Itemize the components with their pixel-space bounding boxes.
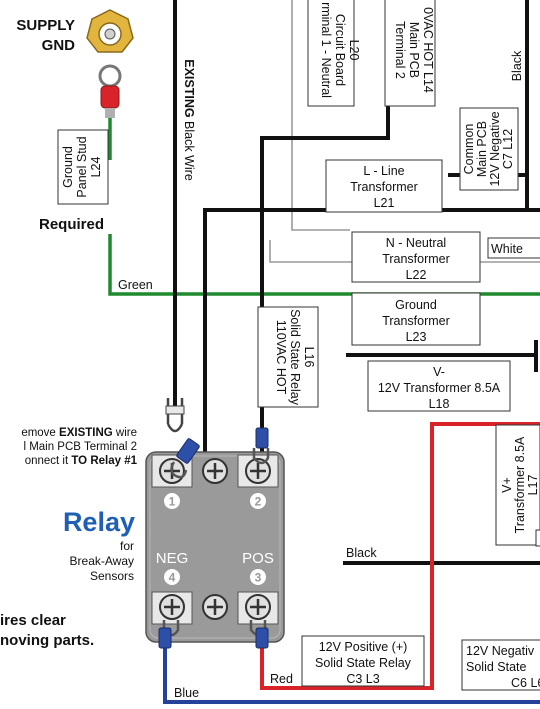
vminus-text-3: L18 bbox=[429, 397, 450, 411]
line-text-1: L - Line bbox=[363, 164, 404, 178]
relay-title: Relay bbox=[63, 507, 135, 537]
svg-text:2: 2 bbox=[255, 495, 262, 509]
existing-wire-label: EXISTING Black Wire bbox=[182, 59, 196, 181]
line-text-2: Transformer bbox=[350, 180, 418, 194]
vplus-text-3: L17 bbox=[526, 475, 540, 496]
ground-transformer-box bbox=[351, 292, 481, 346]
vminus-text-2: 12V Transformer 8.5A bbox=[378, 381, 501, 395]
common-pcb-box bbox=[459, 107, 519, 191]
terminal2-text-1: Terminal 2 bbox=[393, 21, 407, 79]
terminal2-box bbox=[384, 0, 436, 107]
hot-relay-text-3: L16 bbox=[302, 347, 316, 368]
line-text-3: L21 bbox=[374, 196, 395, 210]
neutral-text-3: L22 bbox=[406, 268, 427, 282]
terminal1-box bbox=[307, 0, 355, 107]
relay-screw-4 bbox=[159, 594, 185, 620]
negative-text-1: 12V Negativ bbox=[466, 644, 535, 658]
terminal1-text-3: L20 bbox=[347, 40, 361, 61]
green-label: Green bbox=[118, 278, 153, 292]
neutral-text-2: Transformer bbox=[382, 252, 450, 266]
vminus-text-1: V- bbox=[433, 365, 445, 379]
spade-connector-pos-bottom bbox=[249, 620, 269, 649]
spade-connector-neg-bottom bbox=[158, 620, 180, 649]
instruction-line-1: emove EXISTING wire bbox=[21, 427, 137, 439]
relay-terminal-number-3: 3 bbox=[250, 569, 266, 585]
hot-relay-box bbox=[257, 306, 319, 408]
black-wire-terminal2 bbox=[260, 106, 390, 458]
ground-stud-text-2: Panel Stud bbox=[75, 136, 89, 197]
positive-text-1: 12V Positive (+) bbox=[319, 640, 408, 654]
hot-relay-text-1: 110VAC HOT bbox=[274, 320, 288, 395]
relay-neg-label: NEG bbox=[156, 550, 189, 567]
warning-line-1: ires clear bbox=[0, 612, 66, 629]
black-top-right-label: Black bbox=[510, 50, 524, 81]
positive-relay-box bbox=[301, 635, 425, 687]
grey-wire-1 bbox=[291, 0, 350, 231]
ground-panel-stud-box bbox=[57, 129, 109, 205]
relay-screw-center-top bbox=[202, 458, 228, 484]
terminal2-text-3: 0VAC HOT L14 bbox=[421, 7, 435, 93]
svg-text:3: 3 bbox=[255, 571, 262, 585]
terminal1-text-1: rminal 1 - Neutral bbox=[319, 2, 333, 98]
relay-screw-center-bottom bbox=[202, 594, 228, 620]
negative-text-2: Solid State bbox=[466, 660, 527, 674]
red-label: Red bbox=[270, 672, 293, 686]
white-label-box bbox=[487, 237, 540, 259]
instruction-line-3: onnect it TO Relay #1 bbox=[25, 455, 138, 467]
common-text-2: Main PCB bbox=[475, 121, 489, 177]
relay-sub-1: for bbox=[120, 539, 134, 553]
relay-terminal-number-2: 2 bbox=[250, 493, 266, 509]
ground-tr-text-1: Ground bbox=[395, 298, 437, 312]
relay-sub-2: Break-Away bbox=[70, 554, 134, 568]
ground-tr-text-3: L23 bbox=[406, 330, 427, 344]
relay-sub-3: Sensors bbox=[90, 569, 134, 583]
spade-connector-neg-blue bbox=[170, 438, 200, 479]
common-text-4: C7 L12 bbox=[501, 129, 515, 169]
ground-terminal-icon bbox=[86, 9, 134, 118]
ground-tr-text-2: Transformer bbox=[382, 314, 450, 328]
svg-text:4: 4 bbox=[169, 571, 176, 585]
svg-text:1: 1 bbox=[169, 495, 176, 509]
relay-terminal-number-4: 4 bbox=[164, 569, 180, 585]
supply-label: SUPPLY bbox=[16, 17, 75, 34]
vplus-connector bbox=[535, 529, 540, 547]
black-wire-vminus bbox=[346, 340, 538, 372]
ground-stud-text-3: L24 bbox=[89, 157, 103, 178]
instruction-line-2: l Main PCB Terminal 2 bbox=[23, 441, 137, 453]
black-mid-label: Black bbox=[346, 546, 377, 560]
vplus-box bbox=[495, 424, 540, 546]
red-positive-wire bbox=[260, 422, 540, 690]
blue-negative-wire bbox=[163, 640, 540, 704]
terminal2-text-2: Main PCB bbox=[407, 22, 421, 78]
relay-pos-label: POS bbox=[242, 550, 274, 567]
spade-connector-existing bbox=[165, 398, 185, 433]
line-transformer-box bbox=[325, 159, 443, 213]
ground-stud-text-1: Ground bbox=[61, 146, 75, 188]
required-label: Required bbox=[39, 216, 104, 233]
neutral-text-1: N - Neutral bbox=[386, 236, 446, 250]
vminus-box bbox=[367, 360, 511, 412]
negative-text-3: C6 L6 bbox=[511, 676, 540, 690]
common-text-1: Common bbox=[462, 124, 476, 175]
hot-relay-text-2: Solid State Relay bbox=[288, 309, 302, 406]
vplus-text-2: Transformer 8.5A bbox=[513, 436, 527, 533]
warning-line-2: noving parts. bbox=[0, 632, 94, 649]
positive-text-3: C3 L3 bbox=[346, 672, 379, 686]
relay-terminal-number-1: 1 bbox=[164, 493, 180, 509]
blue-label: Blue bbox=[174, 686, 199, 700]
relay-screw-3 bbox=[245, 594, 271, 620]
relay-screw-2 bbox=[245, 458, 271, 484]
spade-connector-pos-top bbox=[252, 427, 270, 465]
gnd-label: GND bbox=[42, 37, 76, 54]
white-label: White bbox=[491, 242, 523, 256]
common-text-3: 12V Negative bbox=[488, 111, 502, 186]
vplus-text-1: V+ bbox=[500, 477, 514, 493]
negative-relay-box bbox=[461, 639, 540, 691]
terminal1-text-2: Circuit Board bbox=[333, 14, 347, 86]
positive-text-2: Solid State Relay bbox=[315, 656, 412, 670]
neutral-transformer-box bbox=[351, 231, 481, 283]
